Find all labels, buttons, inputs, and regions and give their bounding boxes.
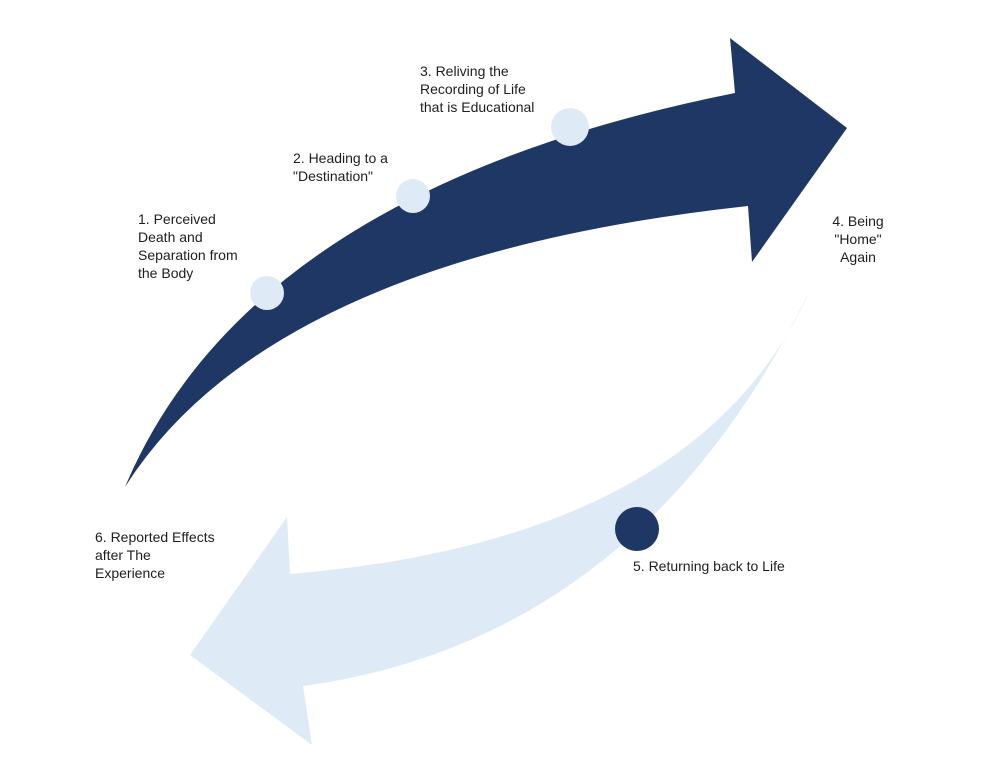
step-2-marker [396, 179, 430, 213]
step-1-marker [250, 276, 284, 310]
journey-arrow [125, 38, 847, 487]
return-arrow [190, 290, 810, 745]
step-2-label: 2. Heading to a "Destination" [293, 150, 388, 184]
step-1-label: 1. Perceived Death and Separation from t… [138, 211, 238, 281]
step-6-label: 6. Reported Effects after The Experience [95, 529, 215, 581]
step-5-label: 5. Returning back to Life [633, 558, 785, 574]
step-3-label: 3. Reliving the Recording of Life that i… [420, 63, 535, 115]
step-5-marker [615, 507, 659, 551]
step-3-marker [551, 108, 589, 146]
step-4-label: 4. Being "Home" Again [832, 213, 884, 265]
